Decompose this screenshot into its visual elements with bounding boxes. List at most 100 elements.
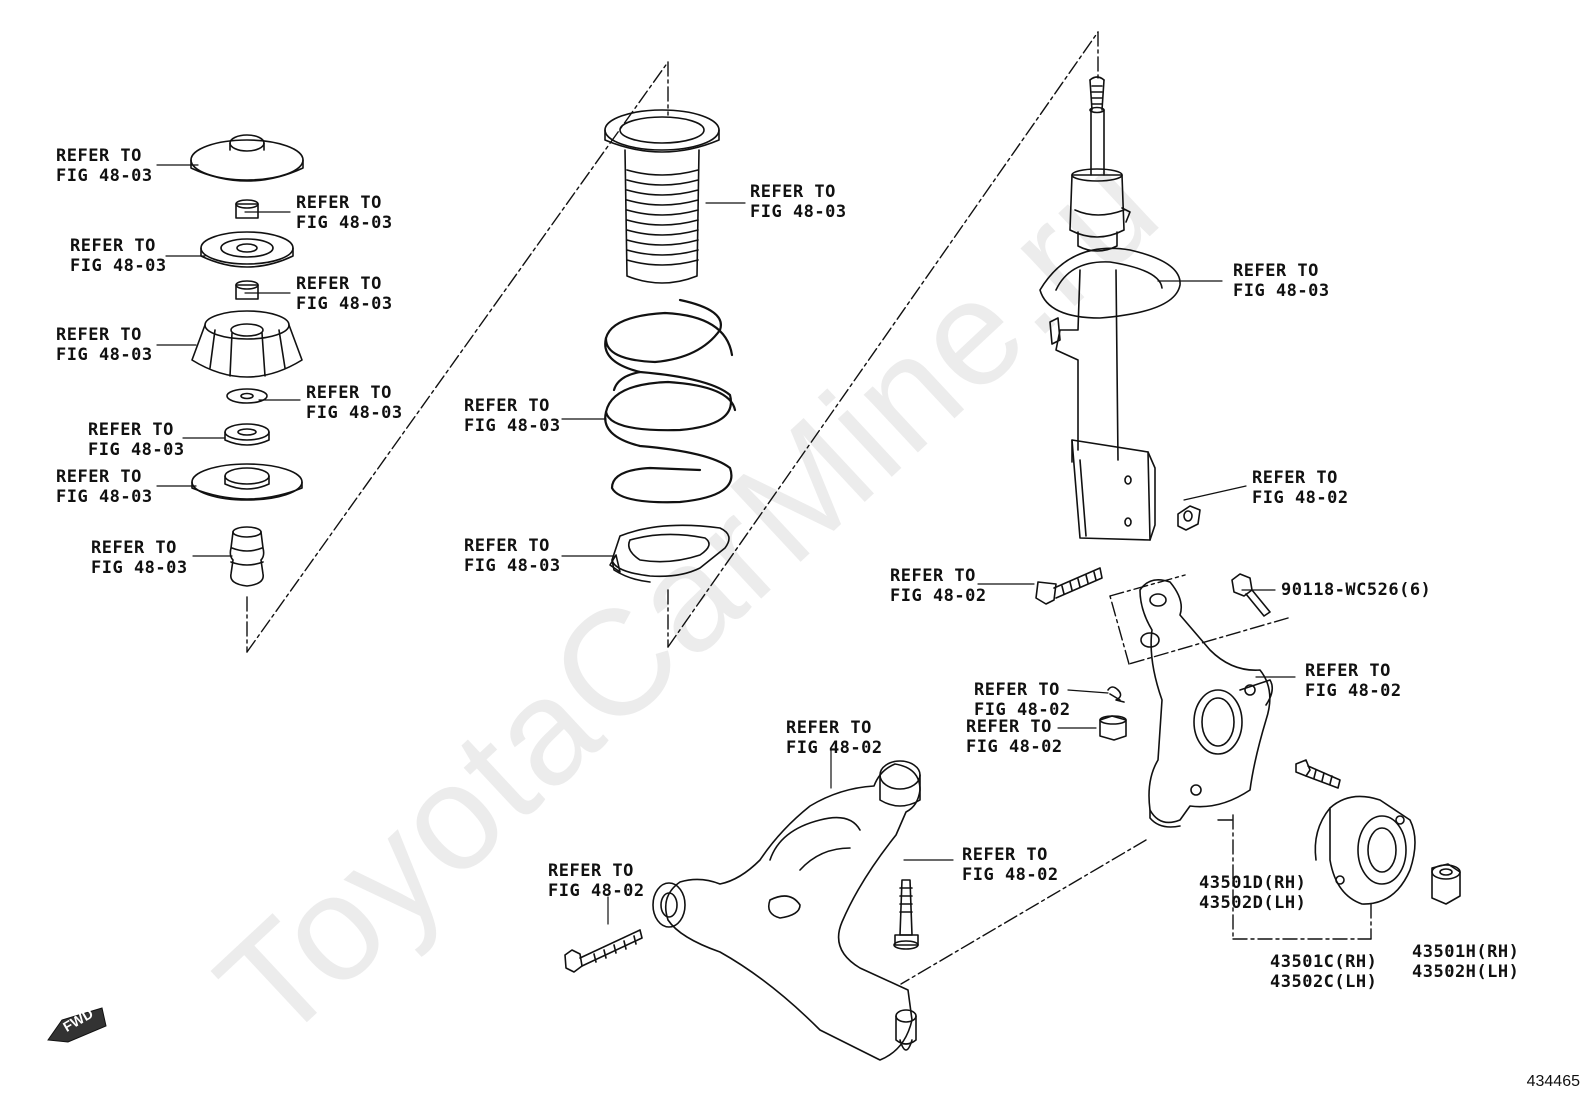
- fwd-arrow: FWD: [46, 1005, 110, 1046]
- label-line-1: REFER TO: [1233, 261, 1319, 281]
- label-boot[interactable]: REFER TO FIG 48-03: [750, 182, 847, 222]
- spring-seat-upper: [191, 463, 303, 501]
- label-bearing[interactable]: REFER TO FIG 48-03: [70, 236, 167, 276]
- label-line-1: REFER TO: [56, 325, 142, 345]
- knuckle: [1139, 579, 1274, 828]
- arm-bolt-vertical: [893, 879, 919, 950]
- label-line-2: FIG 48-03: [296, 294, 393, 314]
- label-line-1: REFER TO: [966, 717, 1052, 737]
- figure-number: 434465: [1526, 1073, 1580, 1090]
- label-line-1: REFER TO: [1252, 468, 1338, 488]
- label-line-2: 43502C(LH): [1270, 972, 1378, 992]
- label-line-1: REFER TO: [786, 718, 872, 738]
- label-line-1: REFER TO: [296, 274, 382, 294]
- nut-upper: [235, 199, 259, 219]
- label-line-1: REFER TO: [548, 861, 634, 881]
- label-line-1: REFER TO: [464, 536, 550, 556]
- label-knuckle[interactable]: REFER TO FIG 48-02: [1305, 661, 1402, 701]
- cotter-pin: [1107, 686, 1125, 703]
- label-line-1: REFER TO: [56, 467, 142, 487]
- strut: [1039, 76, 1181, 541]
- label-line-2: FIG 48-02: [548, 881, 645, 901]
- castle-nut: [1099, 715, 1127, 741]
- support: [191, 310, 303, 378]
- label-line-1: REFER TO: [464, 396, 550, 416]
- label-washer[interactable]: REFER TO FIG 48-03: [306, 383, 403, 423]
- label-line-2: FIG 48-03: [464, 556, 561, 576]
- label-line-2: FIG 48-02: [1252, 488, 1349, 508]
- label-line-1: REFER TO: [306, 383, 392, 403]
- label-line-1: REFER TO: [70, 236, 156, 256]
- arm-bolt-front: [564, 929, 643, 973]
- label-line-1: 43501C(RH): [1270, 952, 1378, 972]
- label-strut-bolt[interactable]: REFER TO FIG 48-02: [890, 566, 987, 606]
- label-line-1: REFER TO: [962, 845, 1048, 865]
- boot: [604, 109, 720, 284]
- label-line-2: FIG 48-02: [966, 737, 1063, 757]
- label-line-1: REFER TO: [56, 146, 142, 166]
- label-collar[interactable]: REFER TO FIG 48-03: [88, 420, 185, 460]
- label-lower-insulator[interactable]: REFER TO FIG 48-03: [464, 536, 561, 576]
- label-line-2: FIG 48-03: [750, 202, 847, 222]
- label-line-2: FIG 48-02: [974, 700, 1071, 720]
- label-support[interactable]: REFER TO FIG 48-03: [56, 325, 153, 365]
- label-cotter-pin[interactable]: REFER TO FIG 48-02: [974, 680, 1071, 720]
- label-line-2: FIG 48-03: [296, 213, 393, 233]
- label-line-2: FIG 48-02: [962, 865, 1059, 885]
- label-line-2: FIG 48-02: [786, 738, 883, 758]
- nut-lower: [235, 280, 259, 300]
- label-arm-bolt-vertical[interactable]: REFER TO FIG 48-02: [962, 845, 1059, 885]
- label-line-2: FIG 48-03: [306, 403, 403, 423]
- collar: [224, 423, 270, 446]
- label-line-1: REFER TO: [1305, 661, 1391, 681]
- bumper: [229, 526, 265, 587]
- washer: [226, 388, 268, 404]
- label-line-1: 43501H(RH): [1412, 942, 1520, 962]
- label-line-2: FIG 48-03: [88, 440, 185, 460]
- label-spring-seat-upper[interactable]: REFER TO FIG 48-03: [56, 467, 153, 507]
- strut-bolt: [1035, 567, 1103, 605]
- divider-lines: [246, 31, 1372, 985]
- strut-nut: [1177, 505, 1201, 531]
- label-line-2: FIG 48-03: [56, 345, 153, 365]
- label-lower-arm[interactable]: REFER TO FIG 48-02: [786, 718, 883, 758]
- label-line-2: 43502H(LH): [1412, 962, 1520, 982]
- label-line-1: REFER TO: [750, 182, 836, 202]
- label-hub[interactable]: 43501C(RH) 43502C(LH): [1270, 952, 1377, 992]
- label-coil-spring[interactable]: REFER TO FIG 48-03: [464, 396, 561, 436]
- label-line-1: REFER TO: [88, 420, 174, 440]
- label-line-1: REFER TO: [890, 566, 976, 586]
- bearing: [200, 231, 294, 268]
- label-line-1: 90118-WC526(6): [1281, 580, 1432, 600]
- label-strut-seat[interactable]: REFER TO FIG 48-03: [1233, 261, 1330, 301]
- label-mount-cap[interactable]: REFER TO FIG 48-03: [56, 146, 153, 186]
- hub-nut: [1431, 863, 1461, 905]
- label-line-2: FIG 48-03: [70, 256, 167, 276]
- label-line-2: FIG 48-02: [890, 586, 987, 606]
- hub-bolt: [1295, 759, 1341, 789]
- label-line-1: REFER TO: [296, 193, 382, 213]
- label-hub-bolt[interactable]: 43501D(RH) 43502D(LH): [1199, 873, 1306, 913]
- label-hub-nut[interactable]: 43501H(RH) 43502H(LH): [1412, 942, 1519, 982]
- lower-arm: [652, 760, 921, 1061]
- label-strut-nut[interactable]: REFER TO FIG 48-02: [1252, 468, 1349, 508]
- label-line-2: FIG 48-03: [56, 487, 153, 507]
- label-line-1: REFER TO: [974, 680, 1060, 700]
- label-line-1: REFER TO: [91, 538, 177, 558]
- label-bumper[interactable]: REFER TO FIG 48-03: [91, 538, 188, 578]
- label-nut-upper[interactable]: REFER TO FIG 48-03: [296, 193, 393, 233]
- label-knuckle-bolt[interactable]: 90118-WC526(6): [1281, 580, 1431, 600]
- label-line-1: 43501D(RH): [1199, 873, 1307, 893]
- label-arm-bolt-front[interactable]: REFER TO FIG 48-02: [548, 861, 645, 901]
- leader-lines: [156, 164, 1296, 925]
- label-castle-nut[interactable]: REFER TO FIG 48-02: [966, 717, 1063, 757]
- lower-insulator: [609, 524, 730, 583]
- knuckle-bolt: [1231, 573, 1271, 617]
- label-nut-lower[interactable]: REFER TO FIG 48-03: [296, 274, 393, 314]
- label-line-2: 43502D(LH): [1199, 893, 1307, 913]
- label-line-2: FIG 48-03: [91, 558, 188, 578]
- fwd-arrow-icon: [47, 1007, 107, 1043]
- coil-spring: [604, 298, 737, 504]
- label-line-2: FIG 48-02: [1305, 681, 1402, 701]
